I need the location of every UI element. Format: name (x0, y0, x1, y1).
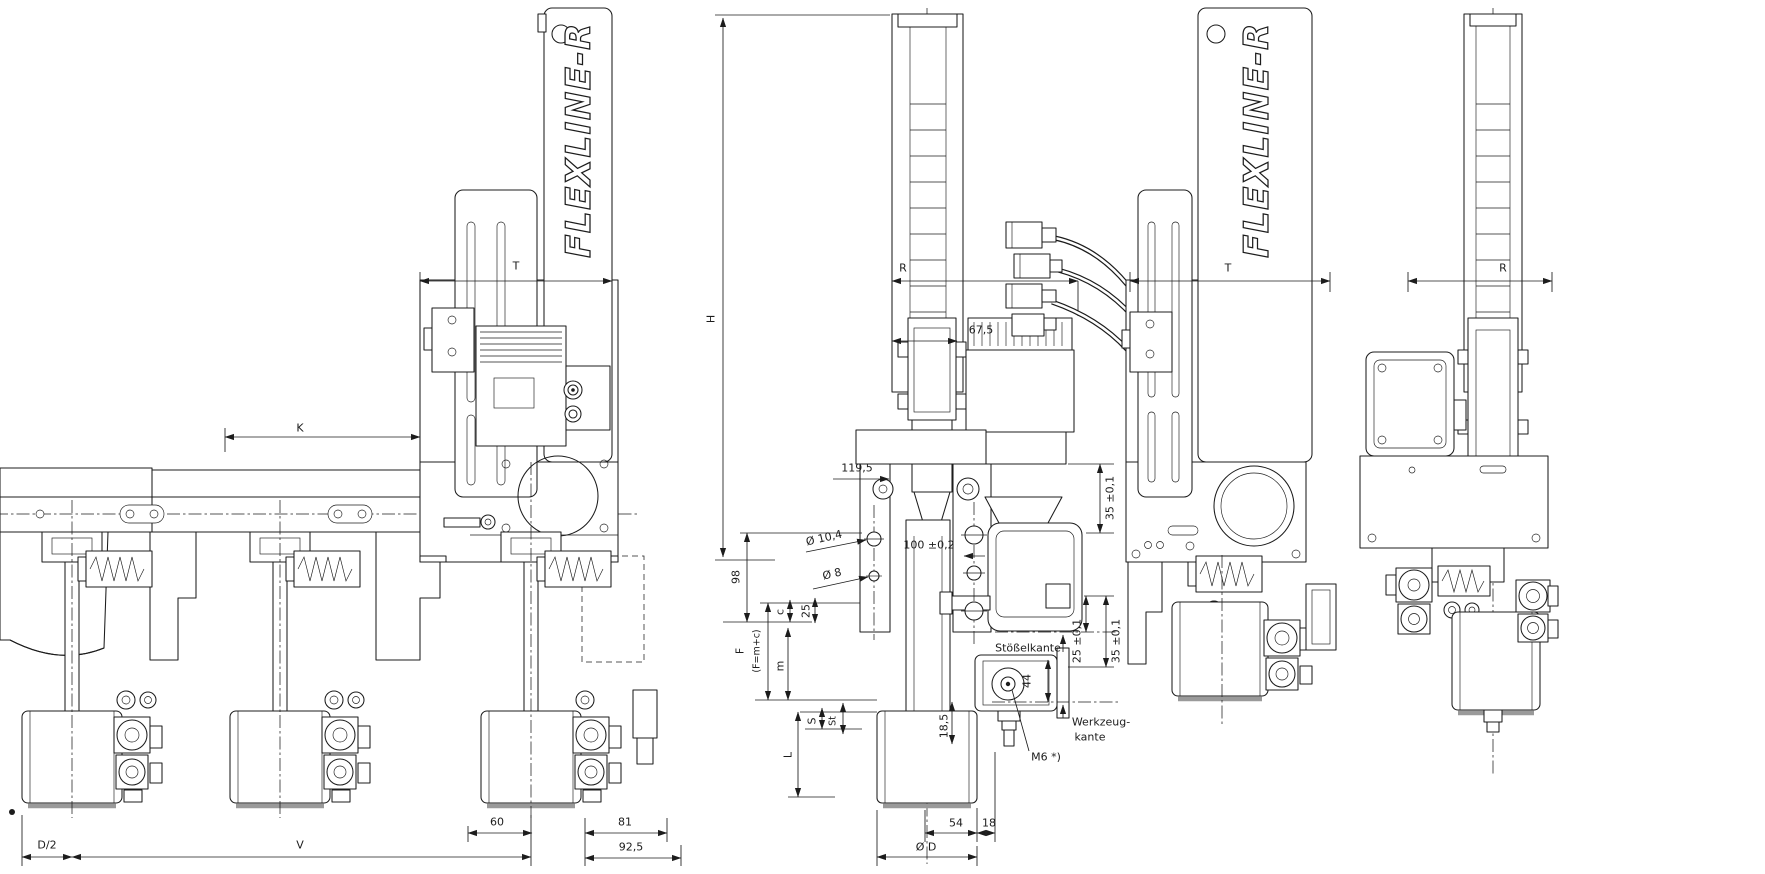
dim-label-t-left: T (512, 259, 520, 273)
bottom-cylinder (1171, 601, 1269, 697)
dim-label-25-tol: 25 ±0,1 (1070, 618, 1084, 664)
dim-label-r-right: R (1499, 261, 1507, 275)
dim-label-98: 98 (729, 570, 743, 584)
gear-housing-side (987, 522, 1083, 632)
rear-view (1359, 8, 1559, 775)
dim-label-18-5: 18,5 (937, 713, 951, 739)
ram (905, 519, 951, 713)
dim-label-m: m (773, 660, 787, 672)
label-werkzeugkante-1: Werkzeug- (1071, 715, 1131, 729)
dim-label-l: L (781, 751, 795, 759)
dim-label-35-top: 35 ±0,1 (1103, 475, 1117, 521)
dim-label-t-right: T (1224, 261, 1232, 275)
dim-label-k: K (296, 421, 304, 435)
dim-label-100: 100 ±0,2 (903, 538, 955, 552)
dim-label-35-bot: 35 ±0,1 (1109, 618, 1123, 664)
dim-label-18: 18 (982, 816, 996, 830)
label-werkzeugkante-2: kante (1074, 730, 1106, 744)
dim-label-67-5: 67,5 (968, 323, 994, 337)
dim-label-s: S (805, 717, 819, 725)
dim-label-r-mid: R (899, 261, 907, 275)
mast-carriage (907, 317, 957, 421)
dim-label-54: 54 (949, 816, 963, 830)
dim-label-dia-d: Ø D (915, 840, 937, 854)
mast-carriage (1467, 317, 1519, 469)
label-stoesselkante: Stößelkante (995, 641, 1061, 655)
gear-housing (1213, 465, 1295, 547)
dim-label-119-5: 119,5 (841, 461, 873, 475)
dim-label-25: 25 (799, 604, 813, 618)
dim-label-c: c (773, 608, 787, 616)
clamp-bracket (431, 307, 475, 373)
cable-connectors (1005, 221, 1063, 337)
rear-view-dimensions (1407, 272, 1553, 292)
dim-label-f-formula: (F=m+c) (751, 629, 763, 673)
side-view-dimensions (715, 14, 1114, 866)
brand-logo-left: FLEXLINE-R (559, 22, 599, 258)
spindle-station (229, 500, 371, 818)
motor-front (1365, 351, 1455, 457)
side-section-view (715, 8, 1118, 866)
brand-logo-right: FLEXLINE-R (1237, 22, 1277, 258)
dim-label-81: 81 (618, 815, 632, 829)
front-view-dimensions (21, 272, 682, 866)
logo-plate (1197, 7, 1313, 463)
dim-label-44: 44 (1020, 674, 1034, 688)
dim-label-v: V (296, 838, 304, 852)
spindle-station (480, 462, 658, 818)
hanger-plate (149, 531, 197, 661)
dim-label-h: H (704, 314, 718, 324)
spindle-station (21, 500, 163, 818)
dim-label-f: F (733, 647, 747, 655)
label-m6-note: M6 *) (1031, 750, 1061, 764)
cable-side-view (1005, 7, 1337, 726)
bottom-cylinder (876, 710, 978, 804)
dim-label-d-half: D/2 (37, 838, 57, 852)
head-body-rear (1359, 455, 1549, 549)
cable-view-dimensions (1129, 272, 1331, 292)
dim-label-60: 60 (490, 815, 504, 829)
front-assembly-view (0, 7, 682, 866)
dim-label-st: St (827, 716, 839, 726)
dim-label-92-5: 92,5 (618, 840, 644, 854)
